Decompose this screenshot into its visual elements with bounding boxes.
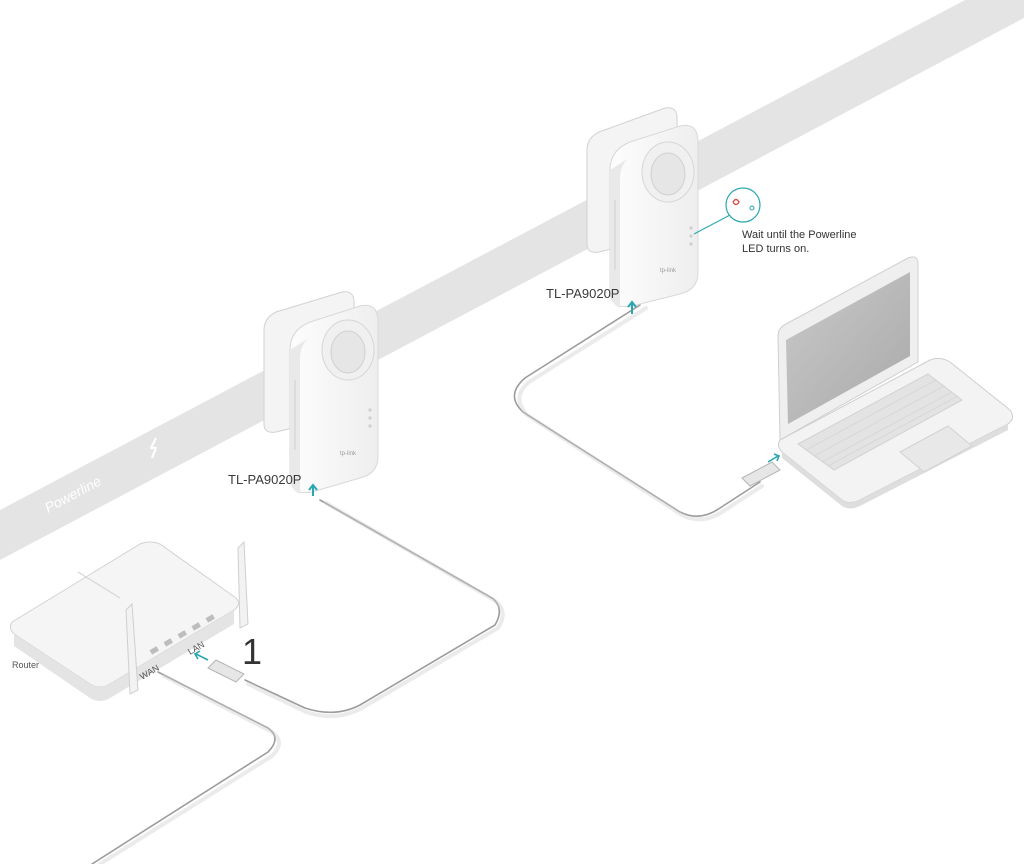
router: Router LAN WAN 1 (9, 540, 262, 701)
ethernet-plug-laptop (741, 453, 781, 487)
arrow-up-icon (627, 300, 637, 314)
adapter-side (290, 336, 312, 494)
cable-adapter-to-laptop (513, 304, 761, 517)
router-ports (149, 614, 215, 655)
laptop-screen (786, 272, 910, 424)
laptop-keyboard (797, 373, 963, 471)
cable-adapter-to-router-shadow (246, 501, 505, 719)
led-callout-magnifier (725, 187, 761, 223)
lightning-icon (719, 107, 728, 129)
adapter-model-label: TL-PA9020P (228, 472, 301, 487)
status-leds (689, 226, 693, 246)
arrow-right-icon (767, 453, 781, 463)
ethernet-plug-router (193, 650, 245, 683)
adapter-brand-logo: tp-link (660, 268, 677, 274)
callout-leader (693, 214, 731, 235)
step-number: 1 (242, 631, 262, 672)
cable-adapter-to-router (244, 499, 501, 714)
led-note-line1: Wait until the Powerline (742, 229, 857, 241)
laptop (741, 256, 1014, 509)
keyboard-keys (805, 379, 959, 467)
arrow-left-icon (193, 650, 209, 661)
status-leds (368, 408, 372, 428)
router-antenna (237, 540, 249, 629)
arrow-up-icon (308, 483, 318, 496)
laptop-trackpad (899, 425, 973, 473)
adapter-model-label: TL-PA9020P (546, 286, 619, 301)
ethernet-cables (91, 304, 764, 864)
lightning-icon (149, 437, 158, 459)
cable-router-wan (91, 671, 276, 864)
cable-adapter-to-laptop-shadow (517, 306, 764, 522)
router-label: Router (12, 660, 39, 670)
router-antenna (125, 602, 139, 695)
led-note-line2: LED turns on. (742, 243, 809, 255)
powerline-led-icon (732, 198, 740, 206)
adapter-left: tp-link TL-PA9020P (228, 291, 379, 496)
router-front (14, 610, 234, 701)
adapter-brand-logo: tp-link (340, 451, 357, 457)
adapter-vents (294, 380, 296, 450)
adapter-right: tp-link TL-PA9020P Wait until the Powerl… (546, 107, 857, 314)
cable-router-wan-shadow (98, 674, 281, 864)
